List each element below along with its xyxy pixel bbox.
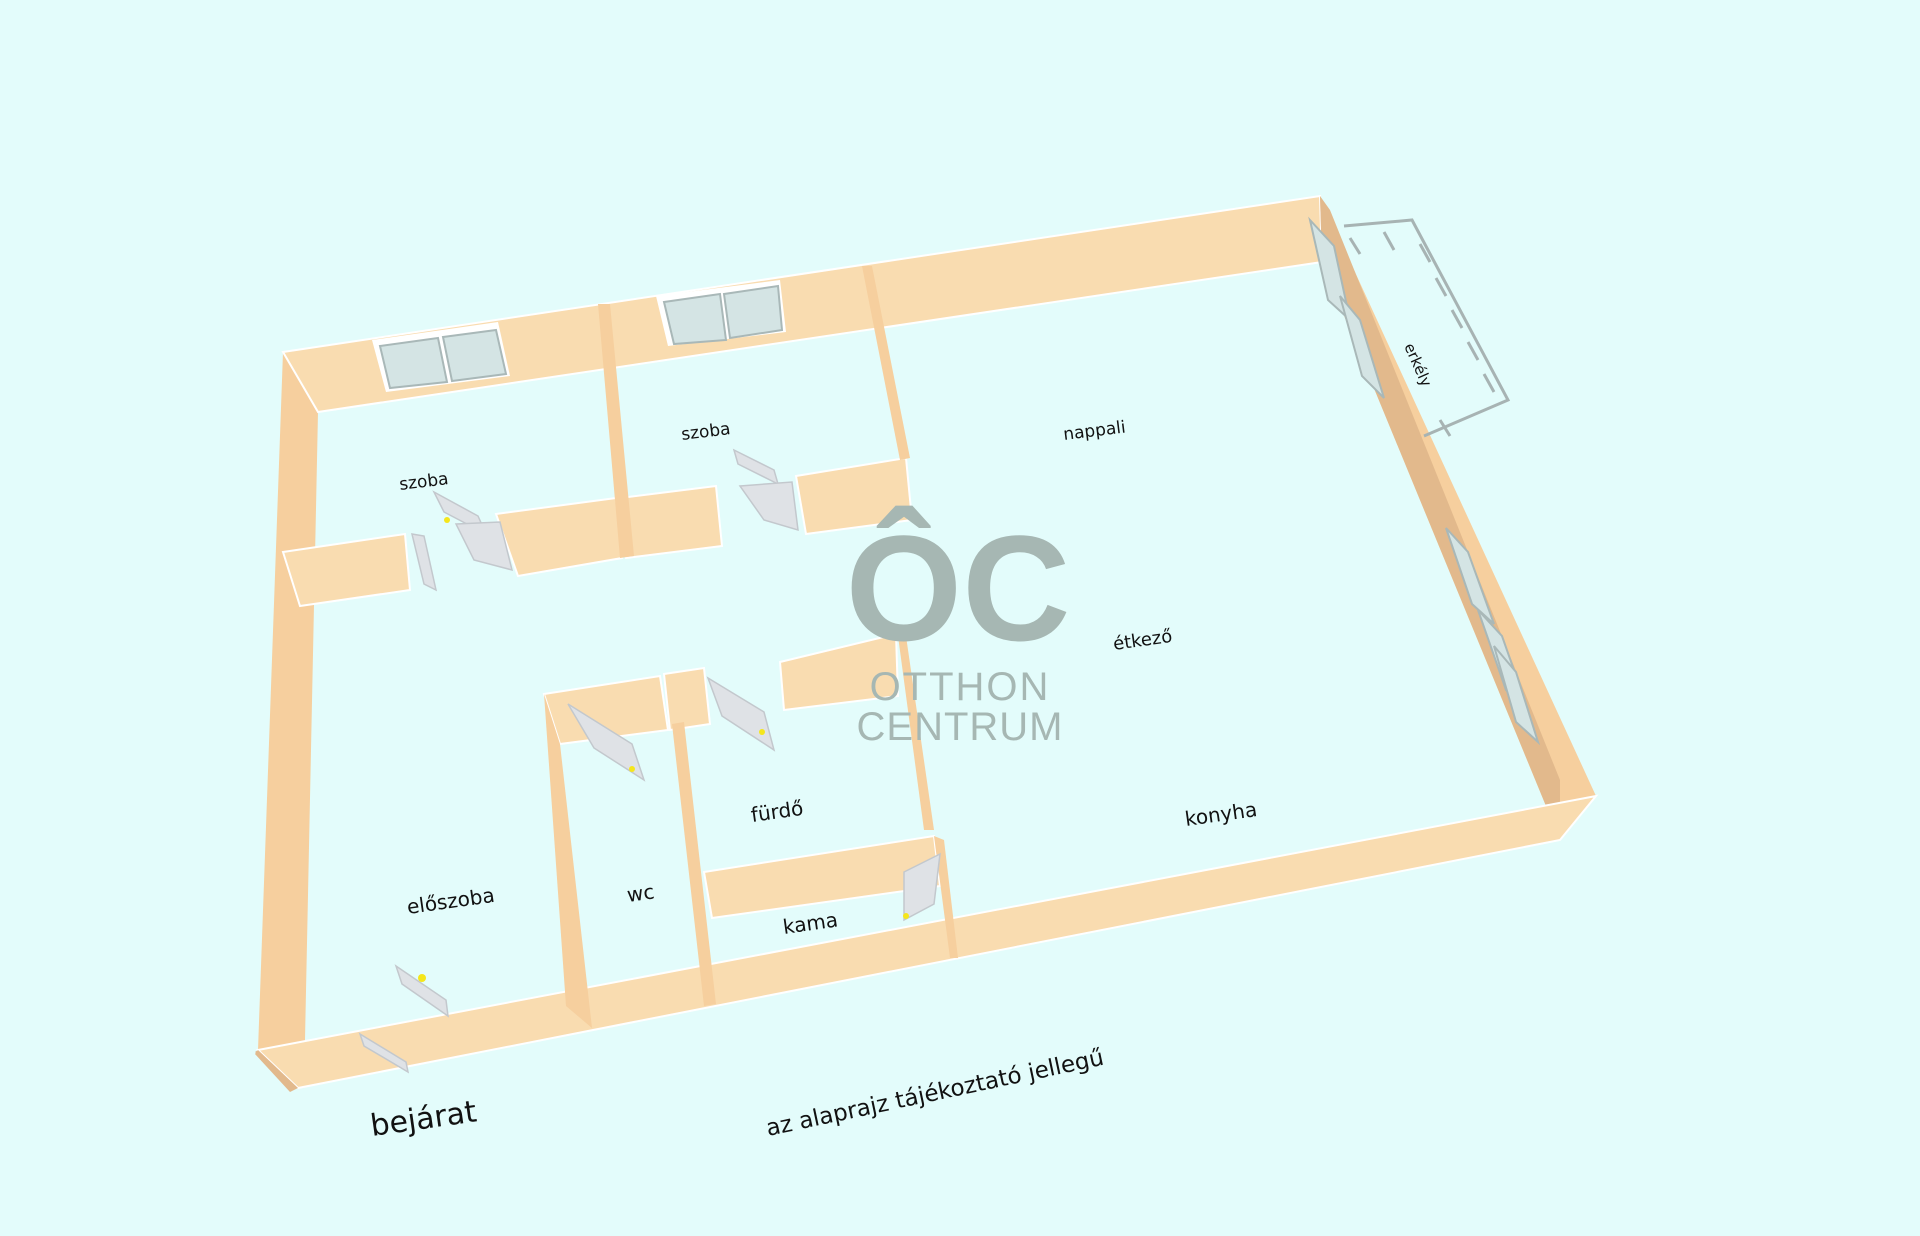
top-windows	[372, 280, 786, 392]
otthon-centrum-logo: ÔC OTTHON CENTRUM	[846, 504, 1071, 749]
wet-block-top-wall	[542, 674, 670, 746]
balcony-railing	[1343, 218, 1511, 438]
room-label-kamra: kama	[781, 907, 839, 938]
room-label-szoba-1: szoba	[398, 469, 449, 495]
door-handle	[903, 913, 909, 919]
kamra-right-wall	[934, 836, 958, 958]
room-label-szoba-2: szoba	[680, 419, 731, 445]
bottom-wall-shadow	[255, 1050, 298, 1092]
bedroom-walls	[281, 266, 914, 608]
room-label-konyha: konyha	[1183, 797, 1258, 831]
railing-post	[1382, 231, 1396, 251]
railing-post	[1348, 237, 1362, 255]
window-pane	[1493, 645, 1541, 746]
railing-post	[1482, 373, 1496, 393]
room-label-furdo: fürdő	[749, 796, 804, 827]
railing-post	[1434, 277, 1448, 297]
wc-furdo-wall	[672, 722, 716, 1006]
door	[411, 533, 438, 592]
railing-top-rail	[1343, 218, 1511, 438]
right-wall-side	[1320, 196, 1560, 840]
door-handle	[629, 766, 635, 772]
door	[903, 852, 941, 922]
door	[358, 1032, 410, 1074]
bedroom-corridor-wall	[281, 532, 412, 608]
bedroom-corridor-wall	[794, 456, 914, 536]
railing-post	[1438, 419, 1452, 437]
door	[738, 481, 799, 532]
bedroom-corridor-wall	[494, 496, 624, 578]
window-pane	[722, 284, 784, 340]
door-handle	[759, 729, 765, 735]
door	[732, 448, 780, 486]
furdo-right-wall	[898, 636, 934, 830]
window-pane	[1339, 295, 1385, 399]
bedroom-divider-wall	[598, 304, 634, 558]
door	[394, 964, 449, 1018]
right-windows	[1308, 216, 1541, 746]
logo-line-2: CENTRUM	[857, 705, 1064, 749]
disclaimer-text: az alaprajz tájékoztató jellegű	[764, 1045, 1106, 1142]
railing-post	[1466, 341, 1480, 361]
wet-block-top-wall	[778, 632, 900, 712]
wc-left-wall	[544, 694, 592, 1028]
door	[454, 521, 514, 572]
room-label-nappali: nappali	[1062, 417, 1127, 444]
outer-walls	[255, 194, 1599, 1092]
doors	[358, 448, 941, 1074]
window-pane	[378, 336, 449, 390]
logo-monogram: ÔC	[846, 504, 1071, 672]
door	[567, 703, 646, 782]
left-wall-face	[258, 352, 318, 1088]
room-label-eloszoba: előszoba	[405, 883, 496, 919]
door-handle	[444, 517, 450, 523]
bedroom-corridor-wall	[618, 484, 724, 560]
room-label-wc: wc	[625, 879, 655, 907]
entrance-label: bejárat	[368, 1094, 479, 1144]
window-pane	[662, 292, 728, 346]
door	[706, 676, 776, 752]
bedroom-nappali-wall	[862, 266, 910, 460]
railing-post	[1450, 309, 1464, 329]
window-pane	[441, 328, 508, 383]
logo-line-1: OTTHON	[870, 665, 1051, 709]
railing-post	[1418, 243, 1432, 263]
kamra-top-wall	[702, 834, 942, 920]
wet-block-top-wall	[662, 666, 712, 732]
door-handle	[418, 974, 426, 982]
room-label-etkezo: étkező	[1112, 626, 1174, 655]
wet-room-walls	[542, 632, 958, 1028]
window-pane	[1445, 527, 1495, 625]
